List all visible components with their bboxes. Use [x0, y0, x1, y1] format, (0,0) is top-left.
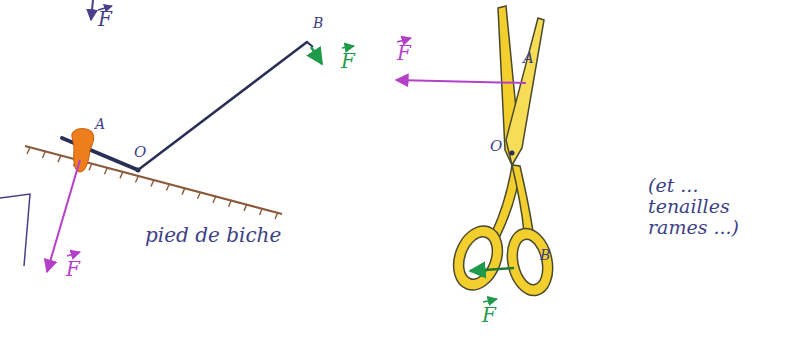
force-label: F	[482, 304, 496, 326]
bracket	[0, 194, 30, 266]
hatch-stroke	[43, 151, 46, 158]
force-arrow	[311, 47, 322, 64]
force-label: F	[98, 8, 112, 30]
hatch-stroke	[244, 204, 247, 211]
point-label: B	[540, 248, 550, 263]
hatch-stroke	[58, 155, 61, 162]
hatch-stroke	[260, 208, 263, 215]
nail-object	[72, 129, 94, 172]
hatch-stroke	[275, 212, 278, 219]
vector-sign	[342, 46, 354, 48]
point-label: O	[134, 144, 146, 161]
vector-sign	[67, 252, 80, 256]
hatch-stroke	[182, 188, 185, 195]
force-label: F	[341, 50, 355, 72]
crowbar-arm	[138, 42, 307, 170]
hatch-stroke	[89, 163, 92, 170]
hatch-stroke	[167, 184, 170, 191]
crowbar-tip	[307, 42, 313, 47]
hatch-stroke	[105, 167, 108, 174]
scissor-handle	[501, 224, 558, 300]
point-label: O	[490, 138, 502, 155]
pivot-point	[510, 151, 515, 156]
pivot-point	[136, 168, 141, 173]
caption-text: pied de biche	[145, 224, 281, 246]
ground-line	[25, 146, 282, 214]
force-label: F	[66, 258, 80, 280]
hatch-stroke	[198, 192, 201, 199]
hatch-stroke	[213, 196, 216, 203]
force-arrow	[470, 268, 514, 271]
hatch-stroke	[151, 180, 154, 187]
hatch-stroke	[27, 147, 30, 154]
force-arrow	[396, 80, 526, 83]
hatch-stroke	[229, 200, 232, 207]
handle-hole	[458, 233, 497, 283]
point-label: A	[95, 117, 105, 132]
force-arrow	[47, 160, 80, 272]
vector-sign	[483, 299, 497, 302]
force-label: F	[397, 42, 411, 64]
scissor-shank	[512, 165, 533, 232]
hatch-stroke	[136, 175, 139, 182]
scissor-blade	[506, 18, 544, 165]
point-label: B	[313, 16, 323, 31]
point-label: A	[523, 50, 534, 67]
force-arrow	[91, 0, 93, 20]
hatch-stroke	[120, 171, 123, 178]
scissor-handle	[445, 219, 511, 297]
note-text: (et ... tenailles rames ...)	[648, 175, 778, 238]
